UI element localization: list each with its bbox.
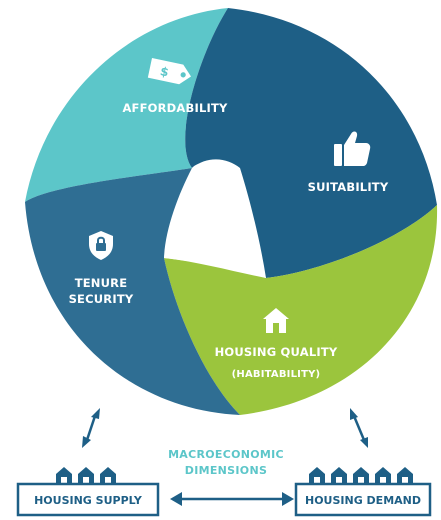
supply-link-arrow	[82, 408, 100, 448]
segment-affordability	[25, 8, 228, 202]
demand-link-arrow	[350, 408, 368, 448]
house-icon	[263, 308, 289, 333]
macro-title-line2: DIMENSIONS	[185, 464, 267, 477]
label-affordability: AFFORDABILITY	[122, 101, 228, 115]
dimension-wheel	[25, 8, 438, 415]
label-quality-sub: (HABITABILITY)	[232, 369, 321, 380]
small-house-icon	[397, 467, 413, 484]
small-house-icon	[353, 467, 369, 484]
wheel-center	[164, 159, 266, 278]
small-house-icon	[309, 467, 325, 484]
macro-title-line1: MACROECONOMIC	[168, 448, 284, 461]
supply-demand-arrow	[170, 492, 294, 506]
small-house-icon	[375, 467, 391, 484]
label-suitability: SUITABILITY	[308, 180, 389, 194]
price-tag-icon: $	[147, 58, 192, 85]
housing-supply-box[interactable]	[16, 482, 160, 517]
small-house-icon	[78, 467, 94, 484]
small-house-icon	[56, 467, 72, 484]
shield-lock-icon	[89, 231, 113, 260]
svg-text:$: $	[159, 64, 170, 79]
segment-tenure	[25, 168, 240, 415]
small-house-icon	[331, 467, 347, 484]
small-house-icon	[100, 467, 116, 484]
demand-houses	[309, 467, 413, 484]
label-tenure-line1: TENURE	[75, 276, 128, 290]
housing-demand-box[interactable]	[294, 482, 432, 517]
housing-demand-label: HOUSING DEMAND	[305, 494, 421, 507]
thumbs-up-icon	[334, 131, 371, 166]
label-quality: HOUSING QUALITY	[215, 345, 338, 359]
housing-supply-label: HOUSING SUPPLY	[34, 494, 143, 507]
segment-quality	[164, 205, 438, 415]
label-tenure-line2: SECURITY	[69, 292, 134, 306]
supply-houses	[56, 467, 116, 484]
